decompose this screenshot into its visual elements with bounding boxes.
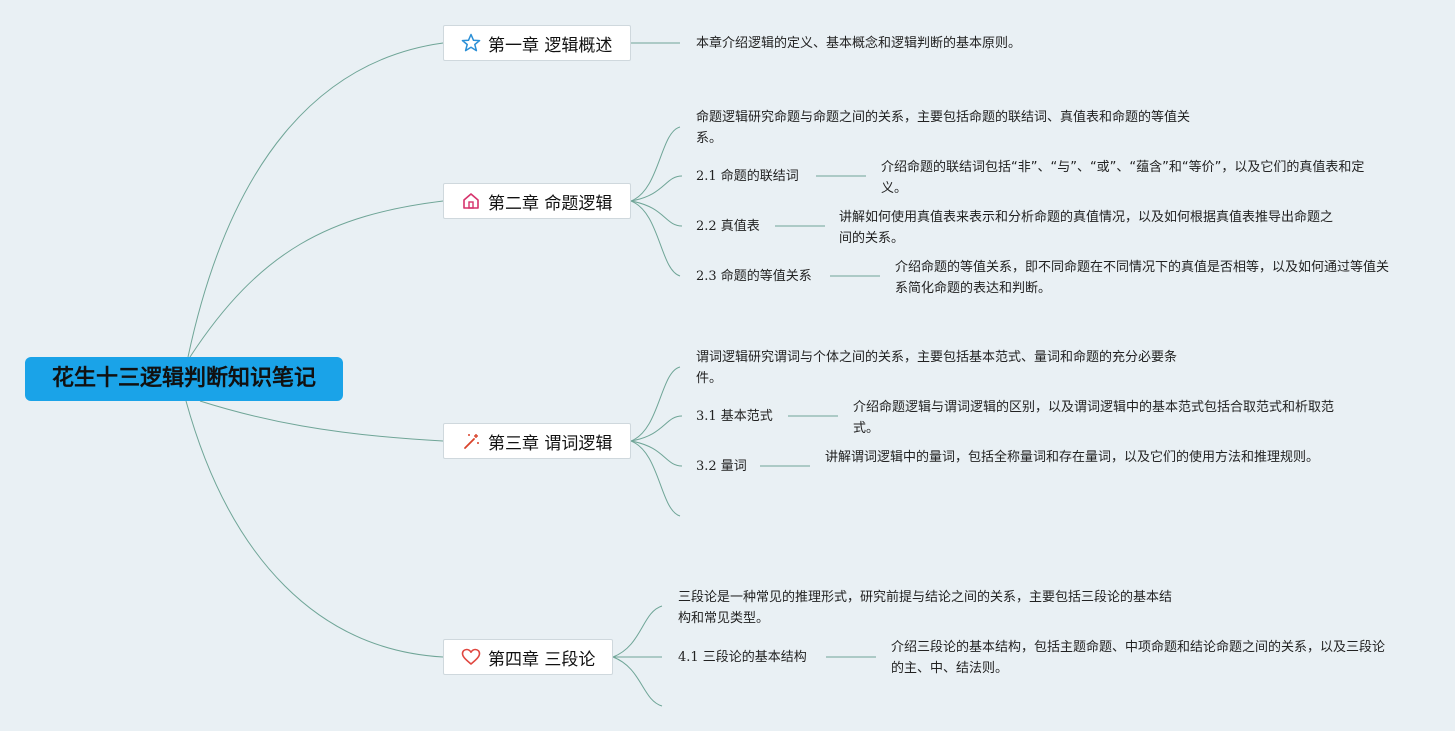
topic-desc: 介绍三段论的基本结构，包括主题命题、中项命题和结论命题之间的关系，以及三段论的主…	[891, 640, 1386, 676]
chapter-title: 第四章 三段论	[488, 649, 596, 670]
chapter-title: 第一章 逻辑概述	[488, 35, 613, 56]
topic-node[interactable]: 3.2 量词	[696, 459, 747, 474]
chapter-node-2[interactable]: 第二章 命题逻辑	[443, 183, 631, 219]
root-node[interactable]: 花生十三逻辑判断知识笔记	[25, 357, 343, 401]
topic-node[interactable]: 2.2 真值表	[696, 219, 760, 234]
chapter-title: 第三章 谓词逻辑	[488, 433, 613, 454]
chapter-summary-2: 命题逻辑研究命题与命题之间的关系，主要包括命题的联结词、真值表和命题的等值关系。	[696, 110, 1191, 146]
topic-node[interactable]: 2.3 命题的等值关系	[696, 269, 812, 284]
chapter-summary-4: 三段论是一种常见的推理形式，研究前提与结论之间的关系，主要包括三段论的基本结构和…	[678, 590, 1173, 626]
topic-node[interactable]: 4.1 三段论的基本结构	[678, 650, 807, 665]
topic-node[interactable]: 3.1 基本范式	[696, 409, 773, 424]
root-title: 花生十三逻辑判断知识笔记	[51, 366, 316, 391]
star-icon	[460, 32, 482, 54]
house-icon	[460, 190, 482, 212]
topic-desc: 介绍命题逻辑与谓词逻辑的区别，以及谓词逻辑中的基本范式包括合取范式和析取范式。	[853, 400, 1335, 436]
chapter-node-1[interactable]: 第一章 逻辑概述	[443, 25, 631, 61]
topic-desc: 介绍命题的联结词包括“非”、“与”、“或”、“蕴含”和“等价”，以及它们的真值表…	[881, 160, 1365, 196]
chapter-summary-1: 本章介绍逻辑的定义、基本概念和逻辑判断的基本原则。	[696, 36, 1022, 51]
topic-desc: 介绍命题的等值关系，即不同命题在不同情况下的真值是否相等，以及如何通过等值关系简…	[895, 260, 1390, 296]
magic-wand-icon	[460, 430, 482, 452]
chapter-node-3[interactable]: 第三章 谓词逻辑	[443, 423, 631, 459]
chapter-summary-3: 谓词逻辑研究谓词与个体之间的关系，主要包括基本范式、量词和命题的充分必要条件。	[696, 350, 1178, 386]
chapter-title: 第二章 命题逻辑	[488, 193, 613, 214]
topic-node[interactable]: 2.1 命题的联结词	[696, 169, 799, 184]
chapter-node-4[interactable]: 第四章 三段论	[443, 639, 613, 675]
heart-icon	[460, 646, 482, 668]
topic-desc: 讲解如何使用真值表来表示和分析命题的真值情况，以及如何根据真值表推导出命题之间的…	[839, 210, 1334, 246]
topic-desc: 讲解谓词逻辑中的量词，包括全称量词和存在量词，以及它们的使用方法和推理规则。	[825, 450, 1320, 465]
